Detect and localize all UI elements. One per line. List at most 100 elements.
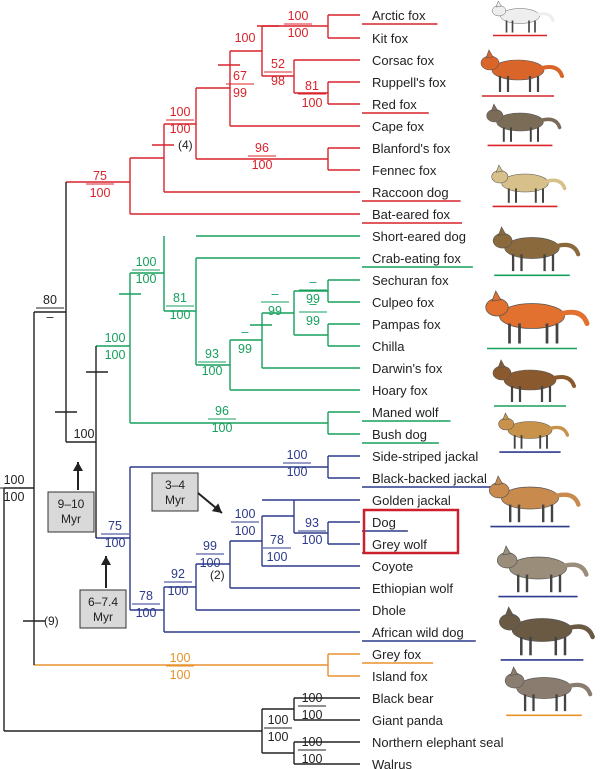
date-box-frame <box>151 472 199 512</box>
date-arrow-head <box>211 503 222 513</box>
support-top: – <box>310 297 317 311</box>
taxon-label: Chilla <box>372 339 405 354</box>
animal-tail <box>555 242 581 257</box>
date-box-unit: Myr <box>61 512 81 526</box>
node-note: (2) <box>210 568 225 582</box>
support-top: 96 <box>255 141 269 155</box>
date-box-frame <box>47 491 95 533</box>
support-bottom: – <box>47 310 54 324</box>
bush-dog-illustration <box>492 359 576 407</box>
date-box-range: 3–4 <box>165 478 185 492</box>
support-top: 100 <box>170 651 191 665</box>
maned-wolf-illustration <box>485 290 590 350</box>
support-top: 100 <box>268 713 289 727</box>
animal-ear <box>504 606 514 617</box>
animal-head <box>492 232 513 249</box>
support-value: – 99 <box>261 287 289 318</box>
animal-tail <box>559 309 590 326</box>
date-arrow-head <box>73 462 83 471</box>
support-top: 100 <box>302 735 323 749</box>
support-bottom: 100 <box>302 533 323 547</box>
support-top: 100 <box>235 31 256 45</box>
date-box-unit: Myr <box>93 610 113 624</box>
support-top: – <box>242 325 249 339</box>
support-value: 100 <box>74 427 95 441</box>
support-bottom: 100 <box>212 421 233 435</box>
support-top: 100 <box>287 448 308 462</box>
taxon-label: Dog <box>372 515 396 530</box>
support-value: –99 <box>299 275 327 306</box>
taxon-label: Giant panda <box>372 713 444 728</box>
support-top: 92 <box>171 567 185 581</box>
node-notes: (4)(2)(9) <box>44 138 225 628</box>
support-top: 81 <box>173 291 187 305</box>
support-top: 81 <box>305 79 319 93</box>
support-bottom: 100 <box>136 606 157 620</box>
animal-tail <box>536 12 555 22</box>
support-top: 100 <box>74 427 95 441</box>
taxon-label: Bat-eared fox <box>372 207 451 222</box>
animal-ear <box>502 412 510 421</box>
taxon-label: Coyote <box>372 559 413 574</box>
animal-tail <box>567 624 595 640</box>
african-wild-dog-illustration <box>499 606 595 661</box>
taxon-label: Ruppell's fox <box>372 75 447 90</box>
support-bottom: 100 <box>4 490 25 504</box>
support-bottom: 100 <box>170 122 191 136</box>
grey-wolf-illustration <box>496 545 589 598</box>
support-top: 100 <box>136 255 157 269</box>
support-top: 100 <box>302 691 323 705</box>
animal-ear <box>495 164 503 173</box>
support-bottom: 99 <box>306 314 320 328</box>
support-bottom: 100 <box>267 550 288 564</box>
dog-illustration <box>488 475 581 528</box>
animal-ear <box>497 226 507 236</box>
support-top: 100 <box>105 331 126 345</box>
support-bottom: 99 <box>268 304 282 318</box>
animal-ear <box>502 545 512 556</box>
support-top: 52 <box>271 57 285 71</box>
animal-tail <box>554 492 581 507</box>
support-top: 67 <box>233 69 247 83</box>
taxon-label: Raccoon dog <box>372 185 449 200</box>
taxon-label: Bush dog <box>372 427 427 442</box>
animal-head <box>499 613 521 631</box>
taxon-label: Red fox <box>372 97 417 112</box>
tree-branches <box>3 14 360 765</box>
support-bottom: 100 <box>200 556 221 570</box>
support-bottom: 100 <box>90 186 111 200</box>
date-box-frame <box>79 589 127 629</box>
raccoon-dog-illustration <box>486 103 562 147</box>
node-note: (9) <box>44 614 59 628</box>
support-top: – <box>272 287 279 301</box>
taxon-label: Culpeo fox <box>372 295 435 310</box>
date-box-range: 6–7.4 <box>88 595 118 609</box>
taxon-label: Grey wolf <box>372 537 427 552</box>
taxon-label: Fennec fox <box>372 163 437 178</box>
support-bottom: 100 <box>288 26 309 40</box>
taxon-label: Sechuran fox <box>372 273 449 288</box>
animal-ear <box>490 103 498 112</box>
support-top: 100 <box>288 9 309 23</box>
animal-head <box>498 417 515 431</box>
animal-ear <box>485 49 494 59</box>
taxon-label: Walrus <box>372 757 412 769</box>
support-bottom: 100 <box>268 730 289 744</box>
support-top: 80 <box>43 293 57 307</box>
